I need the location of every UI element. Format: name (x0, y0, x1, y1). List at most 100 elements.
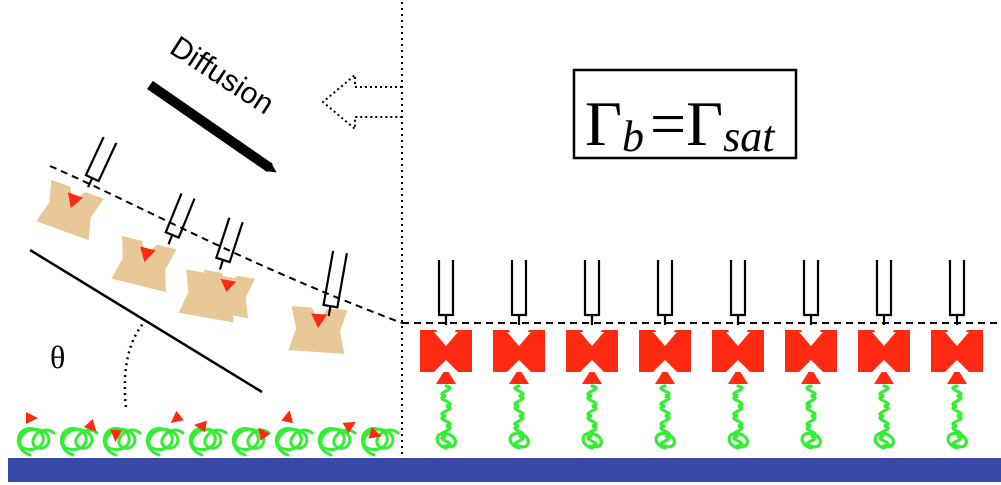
surface-coil (275, 410, 314, 457)
anchor-gap (507, 360, 531, 372)
coil-red-end (170, 410, 184, 424)
anchor-triangle (509, 368, 529, 384)
interface-curve-left (49, 165, 403, 324)
anchored-molecule (712, 260, 764, 450)
substrate-bar (8, 458, 1001, 482)
molecule-block (196, 269, 256, 319)
surface-coil (17, 412, 56, 457)
equals-sign: = (650, 88, 686, 159)
tilted-probe (84, 136, 118, 188)
polymer-coil (654, 384, 676, 450)
gamma-b-subscript: b (622, 112, 644, 161)
anchor-gap (726, 360, 750, 372)
anchored-molecule (858, 260, 910, 450)
diffusing-molecule (111, 235, 177, 293)
probe-rod (729, 260, 747, 317)
anchor-block (639, 330, 691, 372)
anchor-block (712, 330, 764, 372)
molecule-block (111, 235, 177, 293)
surface-coil (232, 427, 271, 457)
anchor-triangle (582, 368, 602, 384)
probe-rod (84, 136, 118, 183)
molecule-block (288, 306, 348, 354)
anchor-gap (580, 360, 604, 372)
tilted-probe (322, 250, 348, 317)
molecule-block (36, 179, 104, 241)
probe (656, 260, 674, 325)
probe (510, 260, 528, 325)
coil-strand (361, 427, 400, 457)
probe (729, 260, 747, 325)
anchor-block (858, 330, 910, 372)
anchor-gap (799, 360, 823, 372)
polymer-coil (508, 384, 530, 450)
probe (437, 260, 455, 325)
anchor-gap (434, 360, 458, 372)
probe-tip (167, 234, 174, 245)
anchor-triangle (436, 368, 456, 384)
probe-rod (322, 250, 348, 309)
anchor-block (785, 330, 837, 372)
surface-coil (60, 418, 99, 457)
probe-rod (583, 260, 601, 317)
diffusing-molecule (36, 179, 104, 241)
polymer-coil (800, 384, 822, 450)
coil-red-end (194, 420, 207, 433)
anchored-molecule (639, 260, 691, 450)
anchor-notch (872, 332, 896, 346)
anchor-block (931, 330, 983, 372)
probe-tip (327, 305, 332, 317)
probe-rod (214, 217, 244, 264)
surface-coil (318, 421, 357, 457)
coil-red-end (342, 421, 356, 434)
anchored-molecule (566, 260, 618, 450)
surface-coils-group (17, 410, 400, 457)
gamma-b-symbol: Γ (585, 88, 622, 159)
polymer-coil (435, 384, 457, 450)
anchor-block (566, 330, 618, 372)
probe-rod (875, 260, 893, 317)
gamma-sat-subscript: sat (723, 112, 776, 161)
surface-coil (189, 420, 228, 457)
probe (583, 260, 601, 325)
surface-coil (103, 427, 142, 457)
diffusing-molecule (288, 306, 348, 354)
anchor-triangle (801, 368, 821, 384)
probe-rod (437, 260, 455, 317)
coil-strand (103, 427, 142, 457)
coil-red-end (83, 418, 97, 432)
equation: Γb=Γsat (585, 88, 776, 161)
coil-strand (60, 427, 99, 457)
polymer-coil (946, 384, 968, 450)
anchor-block (420, 330, 472, 372)
anchor-notch (799, 332, 823, 346)
coil-red-end (258, 427, 271, 441)
polymer-coil (727, 384, 749, 450)
saturated-anchors-group (420, 260, 983, 450)
anchored-molecule (493, 260, 545, 450)
anchored-molecule (931, 260, 983, 450)
coil-red-end (26, 412, 38, 424)
anchor-notch (653, 332, 677, 346)
coil-strand (146, 427, 185, 457)
coil-strand (17, 427, 56, 457)
coil-strand (189, 427, 228, 457)
probe-rod (510, 260, 528, 317)
theta-label: θ (50, 339, 65, 375)
anchor-triangle (728, 368, 748, 384)
anchor-notch (434, 332, 458, 346)
anchor-triangle (874, 368, 894, 384)
coil-red-end (368, 427, 382, 439)
anchor-block (493, 330, 545, 372)
tilted-probe (164, 192, 196, 245)
probe-rod (656, 260, 674, 317)
anchor-gap (653, 360, 677, 372)
polymer-coil (873, 384, 895, 450)
molecule-binding-site (311, 313, 328, 329)
molecule-binding-site (67, 192, 83, 209)
anchored-molecule (785, 260, 837, 450)
equation-box (572, 68, 798, 160)
gamma-sat-symbol: Γ (686, 88, 723, 159)
anchor-gap (872, 360, 896, 372)
